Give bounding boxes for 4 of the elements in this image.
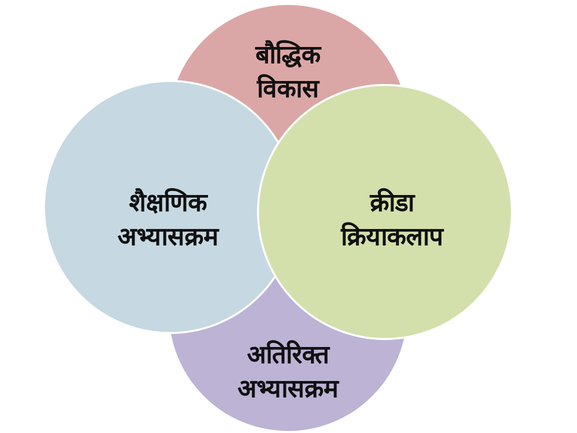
circle-label: क्रीडा क्रियाकलाप (340, 187, 445, 253)
circle-label: अतिरिक्त अभ्यासक्रम (236, 339, 340, 405)
circle-label: शैक्षणिक अभ्यासक्रम (116, 187, 220, 253)
circle-label: बौद्धिक विकास (254, 39, 322, 105)
